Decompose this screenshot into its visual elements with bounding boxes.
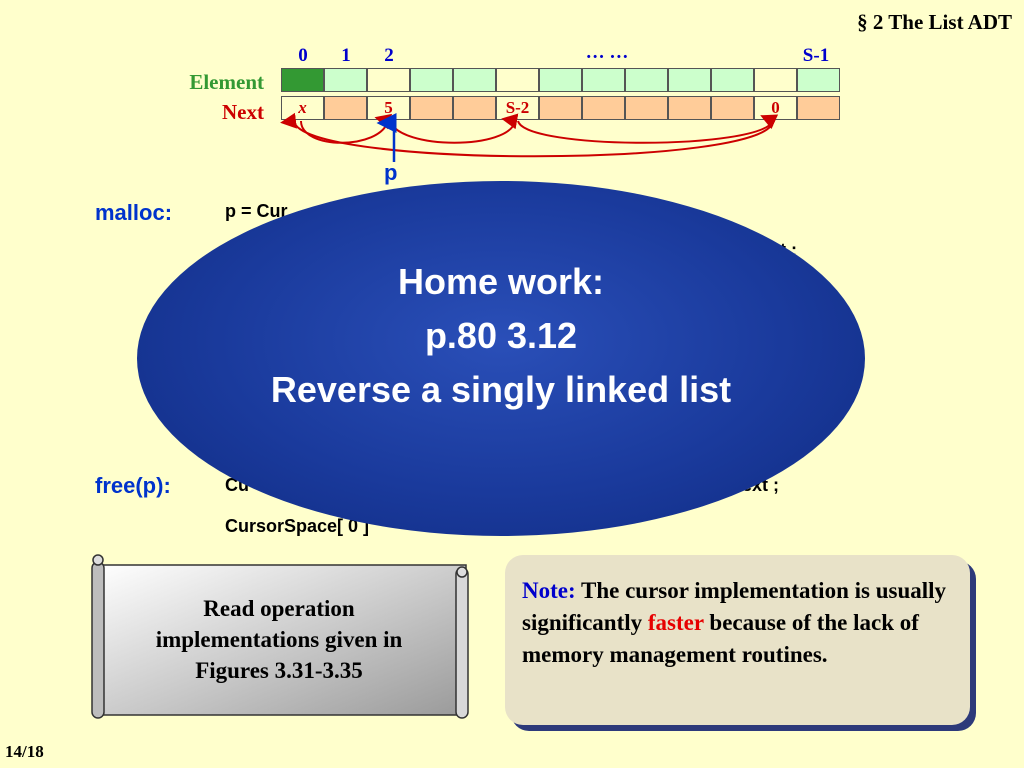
row-label-next: Next (222, 100, 264, 124)
malloc-code-line: p = Cur (225, 201, 288, 221)
scroll-text-line: Figures 3.31-3.35 (195, 658, 363, 683)
next-cell (668, 96, 711, 120)
note-box (505, 555, 970, 725)
note-text-part: The cursor implementation is usually sig… (522, 578, 947, 635)
note-text-part: because of the lack of memory management… (522, 610, 919, 667)
next-cell (711, 96, 754, 120)
link-arrows (280, 112, 779, 162)
next-cell (582, 96, 625, 120)
element-cell (367, 68, 410, 92)
element-cell (625, 68, 668, 92)
link-arrow-outer-to-0 (280, 112, 774, 158)
homework-reference: p.80 3.12 (424, 315, 578, 356)
scroll-shape (91, 554, 469, 719)
link-arrow-5-to-11 (517, 114, 779, 144)
link-arrow-2-to-5 (389, 113, 519, 144)
homework-text: Home work: p.80 3.12 Reverse a singly li… (137, 255, 865, 417)
index-label-0: 0 (298, 45, 308, 66)
note-text: Note: The cursor implementation is usual… (522, 575, 962, 671)
index-label-2: 2 (384, 45, 394, 66)
next-cell (625, 96, 668, 120)
element-cell (582, 68, 625, 92)
element-cell (754, 68, 797, 92)
element-cell (496, 68, 539, 92)
element-cell (281, 68, 324, 92)
index-label-last: S-1 (802, 45, 830, 66)
link-arrow-0-to-2 (300, 113, 393, 144)
next-cell (797, 96, 840, 120)
slide-header-title: § 2 The List ADT (857, 10, 1012, 34)
note-highlight-faster: faster (647, 610, 704, 635)
element-cell (668, 68, 711, 92)
homework-ellipse (137, 181, 865, 536)
element-cell (324, 68, 367, 92)
pointer-p-label: p (384, 160, 398, 185)
scroll-text-line: implementations given in (155, 627, 403, 652)
next-cell: x (281, 96, 324, 120)
element-cell (711, 68, 754, 92)
page-number: 14/18 (5, 742, 44, 761)
homework-task: Reverse a singly linked list (270, 369, 732, 410)
scroll-text: Read operation implementations given in … (112, 593, 446, 686)
next-cell (453, 96, 496, 120)
element-cell (797, 68, 840, 92)
next-cell (410, 96, 453, 120)
next-cell (324, 96, 367, 120)
row-label-element: Element (189, 70, 264, 94)
element-cell (453, 68, 496, 92)
scroll-text-line: Read operation (203, 596, 355, 621)
free-label: free(p): (95, 473, 171, 498)
next-cell (539, 96, 582, 120)
element-cell (539, 68, 582, 92)
homework-title: Home work: (397, 261, 605, 302)
malloc-label: malloc: (95, 200, 173, 225)
free-code-line: CursorSpace[ 0 ] (225, 516, 370, 536)
note-label: Note: (522, 578, 576, 603)
index-label-1: 1 (341, 45, 351, 66)
element-cell (410, 68, 453, 92)
index-label-ellipsis: … … (585, 42, 629, 63)
